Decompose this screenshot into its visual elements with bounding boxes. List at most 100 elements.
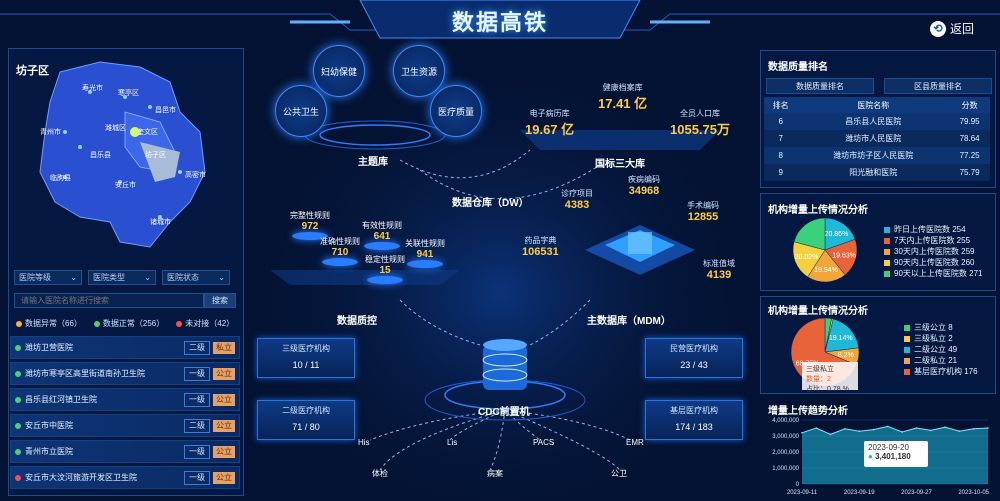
trend-point[interactable] (915, 427, 918, 429)
pie-label: 20.86% (825, 231, 849, 238)
trend-point[interactable] (844, 428, 846, 430)
status-normal[interactable]: 数据正常（256） (93, 318, 164, 329)
x-tick-label: 2023-09-27 (901, 490, 932, 496)
pie-slice[interactable] (793, 217, 826, 251)
pie1-chart[interactable]: 20.86%19.63%19.94%20.02% (780, 214, 870, 284)
legend-item[interactable]: 昨日上传医院数 254 (884, 224, 982, 235)
y-tick-label: 4,000,000 (772, 418, 799, 424)
trend-point[interactable] (801, 432, 803, 434)
list-item[interactable]: 潍坊市寒亭区高里街道南孙卫生院一级公立 (10, 362, 240, 385)
legend-item[interactable]: 三级私立 2 (904, 333, 978, 344)
theme-node-public-health[interactable]: 公共卫生 (275, 85, 327, 137)
trend-point[interactable] (872, 428, 875, 431)
map-label: 高密市 (185, 170, 206, 179)
theme-library-label: 主题库 (358, 157, 388, 168)
pie-slice[interactable] (792, 241, 826, 278)
trend-point[interactable] (958, 430, 961, 432)
theme-node-maternal[interactable]: 妇幼保健 (313, 45, 365, 97)
ownership-tag: 公立 (213, 367, 235, 380)
status-dot (15, 396, 21, 403)
legend-item[interactable]: 二级公立 49 (904, 344, 978, 355)
legend-item[interactable]: 二级私立 21 (904, 355, 978, 366)
endpoint-case[interactable]: 病案 (487, 469, 503, 478)
trend-point[interactable] (944, 426, 946, 428)
endpoint-checkup[interactable]: 体检 (372, 469, 388, 478)
endpoint-emr[interactable]: EMR (626, 438, 644, 447)
trend-point[interactable] (987, 427, 989, 429)
legend-item[interactable]: 90天内上传医院数 260 (884, 257, 982, 268)
legend-item[interactable]: 三级公立 8 (904, 322, 978, 333)
rank-title: 数据质量排名 (768, 62, 828, 73)
search-input[interactable] (14, 293, 204, 308)
legend-item[interactable]: 7天内上传医院数 255 (884, 235, 982, 246)
hospital-type-select[interactable]: 医院类型⌄ (88, 270, 156, 285)
endpoint-public-health[interactable]: 公卫 (611, 469, 627, 478)
data-quality-label: 数据质控 (337, 316, 377, 327)
list-item[interactable]: 昌乐县红河镇卫生院一级公立 (10, 388, 240, 411)
endpoint-lis[interactable]: Lis (447, 438, 458, 447)
trend-point[interactable] (887, 425, 889, 428)
trend-title: 增量上传趋势分析 (768, 406, 848, 417)
trend-tooltip: 2023-09-20 ● 3,401,180 (864, 441, 928, 467)
legend-item[interactable]: 90天以上上传医院数 271 (884, 268, 982, 279)
theme-node-resources[interactable]: 卫生资源 (393, 45, 445, 97)
pie-slice[interactable] (807, 249, 846, 283)
level-tag: 一级 (184, 392, 210, 407)
search-row: 搜索 (14, 293, 236, 308)
status-dot (15, 344, 21, 351)
level-tag: 一级 (184, 470, 210, 485)
status-unconnected[interactable]: 未对接（42） (176, 318, 234, 329)
hospital-status-select[interactable]: 医院状态⌄ (162, 270, 230, 285)
trend-point[interactable] (972, 428, 975, 430)
status-abnormal[interactable]: 数据异常（66） (16, 318, 82, 329)
status-legend: 数据异常（66） 数据正常（256） 未对接（42） (16, 318, 234, 329)
trend-point[interactable] (815, 427, 818, 429)
list-item[interactable]: 安丘市中医院二级公立 (10, 414, 240, 437)
x-tick-label: 2023-09-19 (844, 490, 875, 496)
endpoint-his[interactable]: His (358, 438, 370, 447)
list-item[interactable]: 安丘市大汶河旅游开发区卫生院一级公立 (10, 466, 240, 489)
pie-slice[interactable] (824, 318, 860, 353)
theme-node-quality[interactable]: 医疗质量 (430, 85, 482, 137)
trend-point[interactable] (929, 429, 932, 432)
intl-library-label: 国标三大库 (595, 159, 645, 170)
y-tick-label: 2,000,000 (772, 450, 799, 456)
hospital-level-select[interactable]: 医院等级⌄ (14, 270, 82, 285)
back-button[interactable]: ⟲ 返回 (930, 20, 974, 37)
trend-point[interactable] (829, 433, 832, 436)
region-map[interactable]: 寿光市 寒亭区 昌邑市 青州市 潍城区 奎文区 坊子区 昌乐县 临朐县 安丘市 … (30, 52, 220, 257)
level-tag: 二级 (184, 340, 210, 355)
pie2-tooltip: 三级私立 数量：2 占比：0.78 % (802, 362, 858, 393)
pie-slice[interactable] (824, 238, 858, 276)
trend-point[interactable] (901, 431, 903, 433)
list-item[interactable]: 潍坊卫营医院二级私立 (10, 336, 240, 359)
tab-data-quality[interactable]: 数据质量排名 (766, 78, 874, 94)
search-button[interactable]: 搜索 (204, 293, 236, 308)
map-label: 奎文区 (137, 127, 158, 136)
level-tag: 二级 (184, 418, 210, 433)
cdc-label: CDC前置机 (478, 407, 530, 418)
tab-county-quality[interactable]: 区县质量排名 (884, 78, 992, 94)
list-item[interactable]: 青州市立医院一级公立 (10, 440, 240, 463)
legend-item[interactable]: 30天内上传医院数 259 (884, 246, 982, 257)
trend-point[interactable] (858, 430, 861, 432)
endpoint-pacs[interactable]: PACS (533, 438, 555, 447)
pie-slice[interactable] (824, 217, 856, 251)
legend-item[interactable]: 基层医疗机构 176 (904, 366, 978, 377)
pie-label: 19.14% (829, 335, 853, 342)
